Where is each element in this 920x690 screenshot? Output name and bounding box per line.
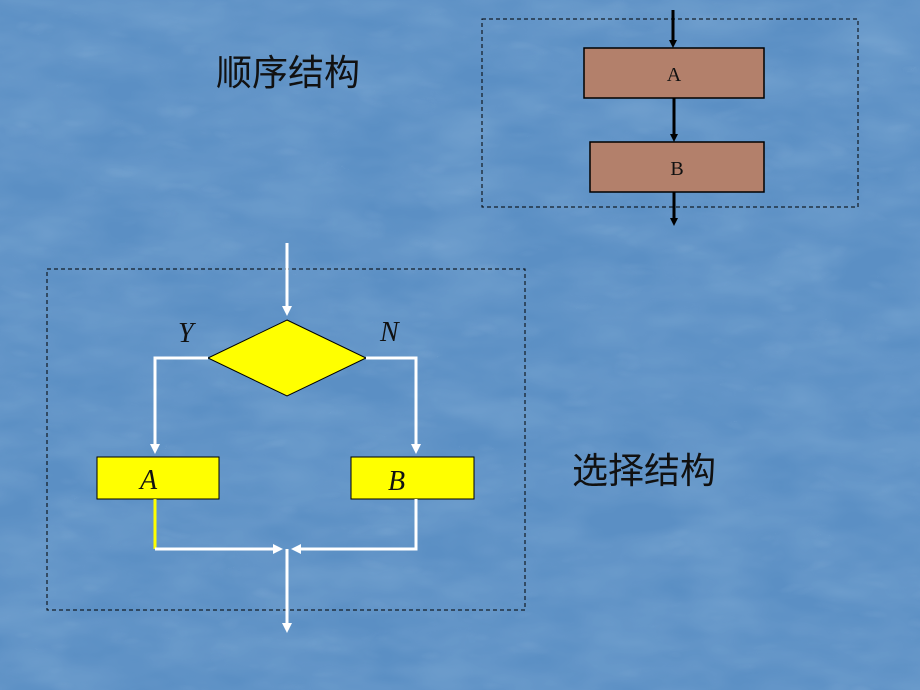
yes-label: Y	[178, 318, 197, 349]
selection-box-b-label: B	[388, 466, 405, 497]
selection-box-a	[96, 456, 220, 500]
sequence-box-a	[583, 47, 765, 99]
sequence-box-a-label: A	[667, 64, 682, 86]
selection-box-b	[350, 456, 475, 500]
no-label: N	[379, 317, 400, 348]
selection-box-a-label: A	[138, 465, 158, 496]
sequence-box-b	[589, 141, 765, 193]
selection-structure-title: 选择结构	[572, 451, 717, 492]
merge-right-line	[291, 499, 418, 554]
condition-diamond	[206, 319, 368, 397]
sequence-dashed-frame	[481, 18, 859, 208]
no-branch-line	[366, 356, 421, 454]
yes-branch-line	[150, 356, 208, 454]
sequence-structure-title: 顺序结构	[216, 53, 361, 94]
sequence-box-b-label: B	[670, 158, 683, 180]
